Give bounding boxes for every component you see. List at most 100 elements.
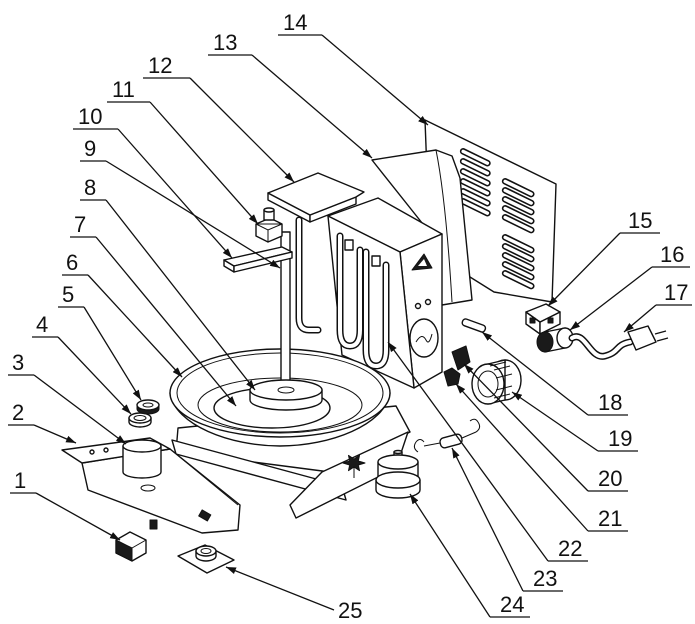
housing-top-arm [267, 172, 365, 223]
callout-label-21: 21 [598, 506, 622, 531]
callout-leader-6 [87, 274, 183, 378]
callout-7: 7 [70, 212, 237, 407]
callout-label-20: 20 [598, 466, 622, 491]
thermal-element [413, 418, 481, 453]
callout-24: 24 [409, 493, 530, 618]
callout-14: 14 [278, 10, 429, 126]
flange-plate [177, 544, 235, 574]
callout-17: 17 [623, 280, 692, 333]
callout-leader-22 [387, 341, 549, 562]
callout-label-23: 23 [533, 566, 557, 591]
coupling-ring [128, 412, 152, 428]
callout-leader-15 [547, 232, 621, 307]
callout-leader-18 [481, 331, 589, 416]
callout-leader-1 [35, 492, 121, 541]
callout-20: 20 [463, 363, 628, 492]
callout-label-12: 12 [148, 53, 172, 78]
callout-leader-21 [455, 383, 589, 532]
callout-leader-17 [623, 304, 657, 333]
callout-25: 25 [225, 566, 362, 623]
knob-bracket [451, 345, 471, 371]
callout-label-8: 8 [84, 175, 96, 200]
plug-icon [627, 325, 657, 351]
callout-21: 21 [455, 383, 628, 532]
callout-label-15: 15 [628, 208, 652, 233]
callout-leader-14 [321, 34, 429, 126]
callout-4: 4 [32, 312, 132, 415]
control-knob [471, 359, 522, 405]
callout-label-9: 9 [84, 136, 96, 161]
callout-9: 9 [80, 136, 281, 269]
star-knob [342, 454, 366, 478]
callout-22: 22 [387, 341, 588, 562]
callout-leader-24 [409, 493, 491, 618]
callout-12: 12 [143, 53, 295, 183]
callout-label-13: 13 [213, 30, 237, 55]
callout-leader-19 [511, 391, 599, 452]
callout-leader-13 [251, 54, 373, 159]
vent-slots-left [459, 148, 491, 217]
callout-label-19: 19 [608, 426, 632, 451]
callout-label-3: 3 [12, 350, 24, 375]
callout-10: 10 [73, 104, 233, 259]
support-rod [295, 216, 322, 334]
control-dial-plate [409, 318, 439, 358]
callout-leader-23 [451, 447, 524, 592]
tower-clip [371, 255, 381, 267]
callout-label-14: 14 [283, 10, 307, 35]
front-rail [171, 439, 347, 501]
tower-clip [344, 239, 354, 251]
shaft-clamp [223, 246, 293, 273]
callout-leader-11 [149, 101, 259, 225]
callout-leader-2 [33, 424, 77, 444]
fan-motor [375, 449, 421, 499]
callout-leader-10 [117, 128, 233, 259]
callout-1: 1 [10, 468, 121, 541]
callout-label-24: 24 [500, 592, 524, 617]
callout-leader-16 [569, 266, 653, 331]
callout-label-17: 17 [664, 280, 688, 305]
callout-11: 11 [107, 77, 259, 225]
meat-tray-disc [249, 379, 323, 411]
callout-label-16: 16 [660, 242, 684, 267]
callout-label-4: 4 [36, 312, 48, 337]
callout-leader-8 [105, 199, 256, 391]
callout-8: 8 [80, 175, 256, 391]
callout-label-1: 1 [14, 468, 26, 493]
callout-16: 16 [569, 242, 690, 331]
callout-label-10: 10 [78, 104, 102, 129]
power-switch [115, 531, 147, 562]
callout-label-7: 7 [74, 212, 86, 237]
callout-leader-12 [189, 77, 295, 183]
power-cord [568, 325, 669, 360]
callout-13: 13 [208, 30, 373, 159]
clamp-bolt [255, 207, 283, 243]
callout-15: 15 [547, 208, 660, 307]
callout-label-22: 22 [558, 536, 582, 561]
callout-3: 3 [8, 350, 127, 445]
callout-leader-3 [33, 374, 127, 445]
callout-6: 6 [62, 250, 183, 378]
callout-leader-7 [95, 236, 237, 407]
callout-23: 23 [451, 447, 563, 592]
callout-label-6: 6 [66, 250, 78, 275]
drive-washer [136, 399, 160, 415]
cord-connector [536, 327, 574, 353]
mounting-nut [443, 367, 461, 387]
callout-layer: 1234567891011121314151617181920212223242… [8, 10, 692, 623]
callout-label-25: 25 [338, 598, 362, 623]
callout-2: 2 [8, 400, 77, 444]
callout-leader-25 [225, 566, 335, 611]
drive-motor [122, 439, 162, 492]
vent-slots-right [501, 178, 535, 290]
callout-19: 19 [511, 391, 638, 452]
callout-18: 18 [481, 331, 628, 416]
callout-label-18: 18 [598, 390, 622, 415]
callout-label-5: 5 [62, 282, 74, 307]
callout-5: 5 [58, 282, 142, 401]
callout-leader-20 [463, 363, 589, 492]
callout-leader-4 [57, 336, 132, 415]
sensor-rod [461, 318, 487, 333]
callout-label-11: 11 [112, 77, 135, 102]
